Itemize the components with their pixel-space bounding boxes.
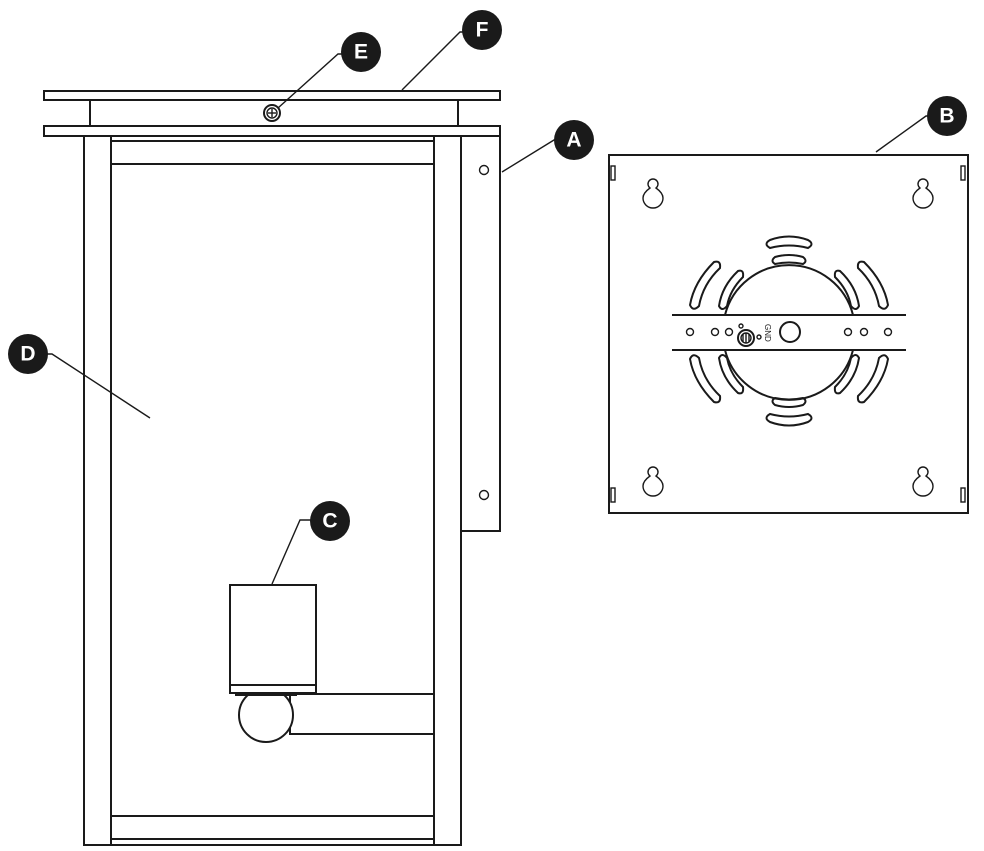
svg-text:E: E xyxy=(354,41,368,64)
top-cap-upper-plate xyxy=(43,90,501,101)
socket-knuckle xyxy=(238,687,294,743)
svg-text:F: F xyxy=(476,19,489,42)
callout-a: A xyxy=(554,120,594,160)
leader-line-b xyxy=(875,115,934,153)
bracket-hole-bottom xyxy=(478,489,490,501)
svg-text:C: C xyxy=(322,510,337,533)
callout-c: C xyxy=(310,501,350,541)
center-hole xyxy=(779,321,801,343)
leader-line-f xyxy=(401,31,468,91)
ground-screw xyxy=(737,329,755,347)
mounting-bracket xyxy=(460,135,501,532)
leader-line-c xyxy=(271,519,312,585)
svg-text:B: B xyxy=(939,105,954,128)
cap-screw xyxy=(263,104,281,122)
callout-f: F xyxy=(462,10,502,50)
callout-d: D xyxy=(8,334,48,374)
svg-text:D: D xyxy=(20,343,35,366)
callout-e: E xyxy=(341,32,381,72)
keyhole-slots xyxy=(642,178,934,497)
ground-label: GND xyxy=(763,324,772,342)
top-cap-lower-plate xyxy=(43,125,501,137)
junction-ring: GND xyxy=(672,235,906,427)
socket-arm xyxy=(235,685,435,743)
lamp-socket xyxy=(229,584,317,694)
svg-text:A: A xyxy=(566,129,581,152)
fixture-side-view xyxy=(43,90,501,846)
callout-b: B xyxy=(927,96,967,136)
bracket-hole-top xyxy=(478,164,490,176)
leader-line-a xyxy=(501,139,562,173)
mounting-plate: GND xyxy=(608,154,969,514)
